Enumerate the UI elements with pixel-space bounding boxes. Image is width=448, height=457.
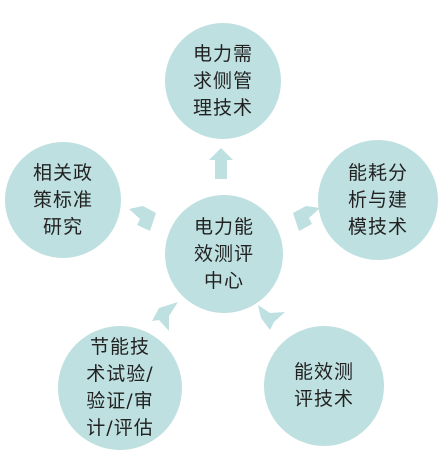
- arrow-right: [293, 206, 320, 231]
- node-label: 电力需 求侧管 理技术: [192, 42, 253, 119]
- node-policy-standards-research: 相关政 策标准 研究: [5, 142, 121, 258]
- arrow-down-left: [152, 302, 178, 331]
- node-label: 相关政 策标准 研究: [32, 161, 93, 238]
- node-label: 电力能 效测评 中心: [193, 215, 254, 292]
- node-label: 节能技 术试验/ 验证/审 计/评估: [86, 336, 154, 439]
- node-label: 能耗分 析与建 模技术: [347, 161, 408, 238]
- node-center-efficiency-evaluation: 电力能 效测评 中心: [165, 195, 283, 313]
- arrow-down-right: [258, 305, 285, 330]
- node-energy-saving-testing: 节能技 术试验/ 验证/审 计/评估: [58, 326, 182, 450]
- node-demand-side-management: 电力需 求侧管 理技术: [165, 23, 281, 139]
- arrow-up: [209, 148, 233, 179]
- node-energy-analysis-modeling: 能耗分 析与建 模技术: [318, 140, 438, 260]
- node-label: 能效测 评技术: [293, 361, 354, 410]
- arrow-left: [129, 206, 156, 231]
- node-efficiency-testing-technology: 能效测 评技术: [264, 326, 384, 446]
